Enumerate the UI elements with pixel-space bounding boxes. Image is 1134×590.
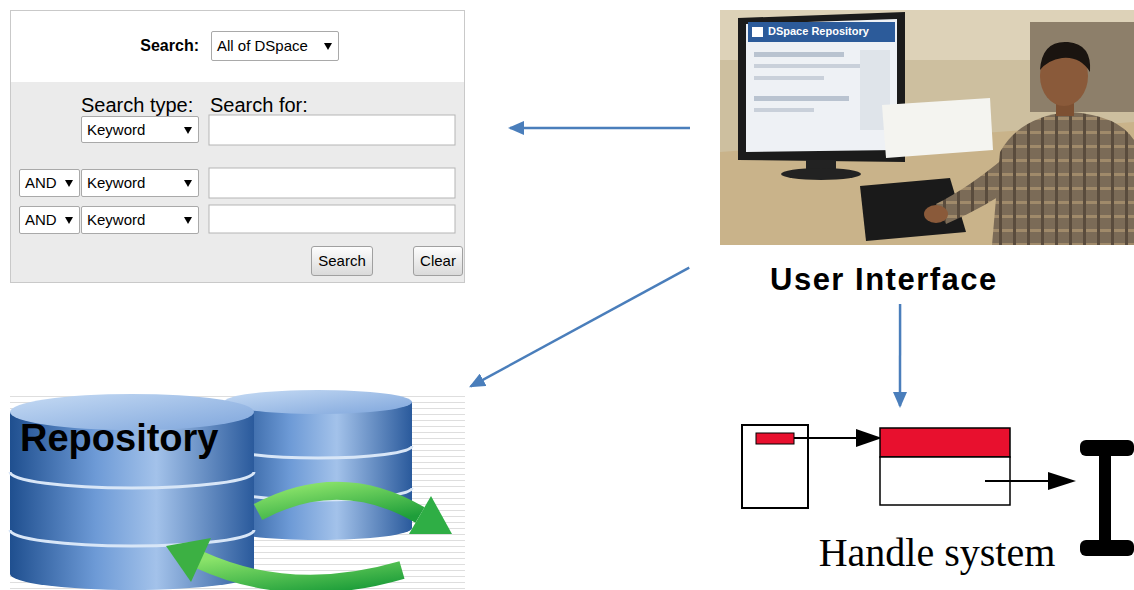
user-photo: [720, 10, 1134, 245]
screen-header: [748, 22, 895, 42]
screen-line: [754, 96, 849, 101]
sync-arrow-head: [409, 496, 452, 534]
column-heading: Search type:: [81, 94, 193, 117]
sync-arrow: [200, 560, 402, 584]
form-band: [11, 82, 464, 282]
dropdown-text: AND: [25, 174, 57, 191]
monitor-bezel: [738, 12, 905, 162]
server-base: [1080, 540, 1134, 556]
screen-line: [754, 76, 824, 80]
monitor-screen: [746, 19, 897, 152]
cylinder-ring: [10, 530, 254, 546]
wall: [720, 10, 1134, 245]
form-label: Search:: [140, 37, 199, 55]
cylinder-ring: [10, 472, 254, 488]
screen-line: [754, 52, 844, 57]
form-button: Search: [311, 246, 373, 276]
flow-arrow: [510, 127, 690, 130]
dropdown-select: All of DSpace: [211, 31, 339, 61]
wire-head: [1048, 472, 1076, 490]
form-ground: [10, 10, 465, 283]
server-top: [1080, 440, 1134, 456]
person-hand: [924, 205, 948, 223]
person-hair: [1040, 42, 1090, 72]
papers: [882, 98, 993, 158]
screen-title: DSpace Repository: [768, 25, 869, 38]
flow-arrow: [899, 304, 902, 406]
repository-icon: [10, 390, 465, 590]
search-form: Search: Search type: Search for: All of DSp…: [10, 10, 465, 283]
sync-arrow: [258, 491, 420, 515]
flow-arrow: [471, 268, 689, 387]
user-interface-photo: User Interface: [720, 10, 1134, 300]
screen-line: [754, 108, 814, 112]
caption: Handle system: [819, 530, 1056, 576]
sync-arrow-head: [166, 538, 211, 582]
dropdown-select: AND: [19, 206, 80, 234]
text-input: [209, 115, 455, 145]
heading-label: User Interface: [770, 262, 998, 298]
dropdown-text: Keyword: [87, 211, 145, 228]
column-heading: Search for:: [210, 94, 308, 117]
dropdown-text: All of DSpace: [217, 37, 308, 54]
dropdown-select: Keyword: [81, 206, 199, 234]
repository-database: Repository: [10, 395, 465, 590]
search-form-screenshot: [10, 10, 465, 283]
wire-head: [856, 429, 882, 447]
dropdown-select: AND: [19, 169, 80, 197]
dropdown-select: Keyword: [81, 116, 199, 143]
wire: [794, 437, 858, 439]
text-input: [209, 168, 455, 198]
screen-line: [754, 64, 864, 68]
resolver-record: [880, 428, 1010, 457]
server-post: [1099, 456, 1111, 542]
dropdown-text: Keyword: [87, 174, 145, 191]
wire: [985, 480, 1050, 482]
monitor-base: [781, 168, 861, 180]
button-text: Clear: [420, 252, 456, 269]
handle-record: [756, 433, 794, 444]
person-arm: [936, 158, 1020, 224]
dropdown-select: Keyword: [81, 169, 199, 197]
handle-system: Handle system: [740, 420, 1134, 590]
text-input: [209, 205, 455, 233]
dropdown-text: AND: [25, 211, 57, 228]
screen-logo: [752, 27, 763, 37]
repository-label: Repository: [20, 417, 218, 461]
lined-ground: [10, 395, 465, 590]
chairs: [1030, 22, 1134, 112]
form-button: Clear: [413, 246, 463, 276]
dropdown-text: Keyword: [87, 121, 145, 138]
button-text: Search: [318, 252, 366, 269]
